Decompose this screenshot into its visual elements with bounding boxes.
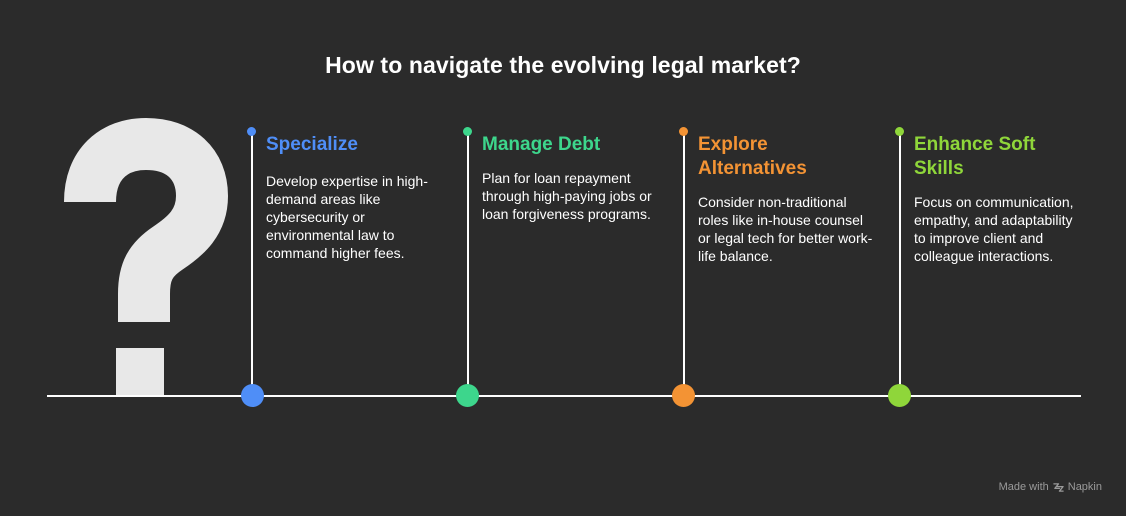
step-heading-explore-alternatives: Explore Alternatives: [698, 134, 807, 179]
timeline-line: [47, 395, 1081, 397]
step-connector-enhance-soft-skills: [899, 132, 901, 396]
step-connector-explore-alternatives: [683, 132, 685, 396]
step-heading-enhance-soft-skills: Enhance Soft Skills: [914, 134, 1036, 179]
step-heading-manage-debt: Manage Debt: [482, 134, 601, 155]
footer-brand: Napkin: [1067, 481, 1102, 493]
step-description-enhance-soft-skills: Focus on communication, empathy, and ada…: [914, 194, 1074, 264]
timeline-node-explore-alternatives: [672, 384, 695, 407]
step-top-dot-enhance-soft-skills: [895, 127, 904, 136]
timeline-node-manage-debt: [456, 384, 479, 407]
footer-prefix: Made with: [998, 481, 1049, 493]
napkin-logo-icon: [1053, 482, 1064, 492]
made-with-napkin-footer: Made with Napkin: [999, 481, 1102, 493]
step-connector-specialize: [251, 132, 253, 396]
step-connector-manage-debt: [467, 132, 469, 396]
step-description-specialize: Develop expertise in high-demand areas l…: [266, 173, 428, 261]
question-mark-icon: [64, 118, 228, 396]
step-top-dot-specialize: [247, 127, 256, 136]
diagram-title: How to navigate the evolving legal marke…: [325, 52, 801, 78]
step-top-dot-manage-debt: [463, 127, 472, 136]
step-heading-specialize: Specialize: [266, 134, 358, 155]
step-top-dot-explore-alternatives: [679, 127, 688, 136]
timeline-node-enhance-soft-skills: [888, 384, 911, 407]
timeline-node-specialize: [241, 384, 264, 407]
step-description-explore-alternatives: Consider non-traditional roles like in-h…: [698, 194, 873, 264]
step-description-manage-debt: Plan for loan repayment through high-pay…: [482, 170, 652, 222]
